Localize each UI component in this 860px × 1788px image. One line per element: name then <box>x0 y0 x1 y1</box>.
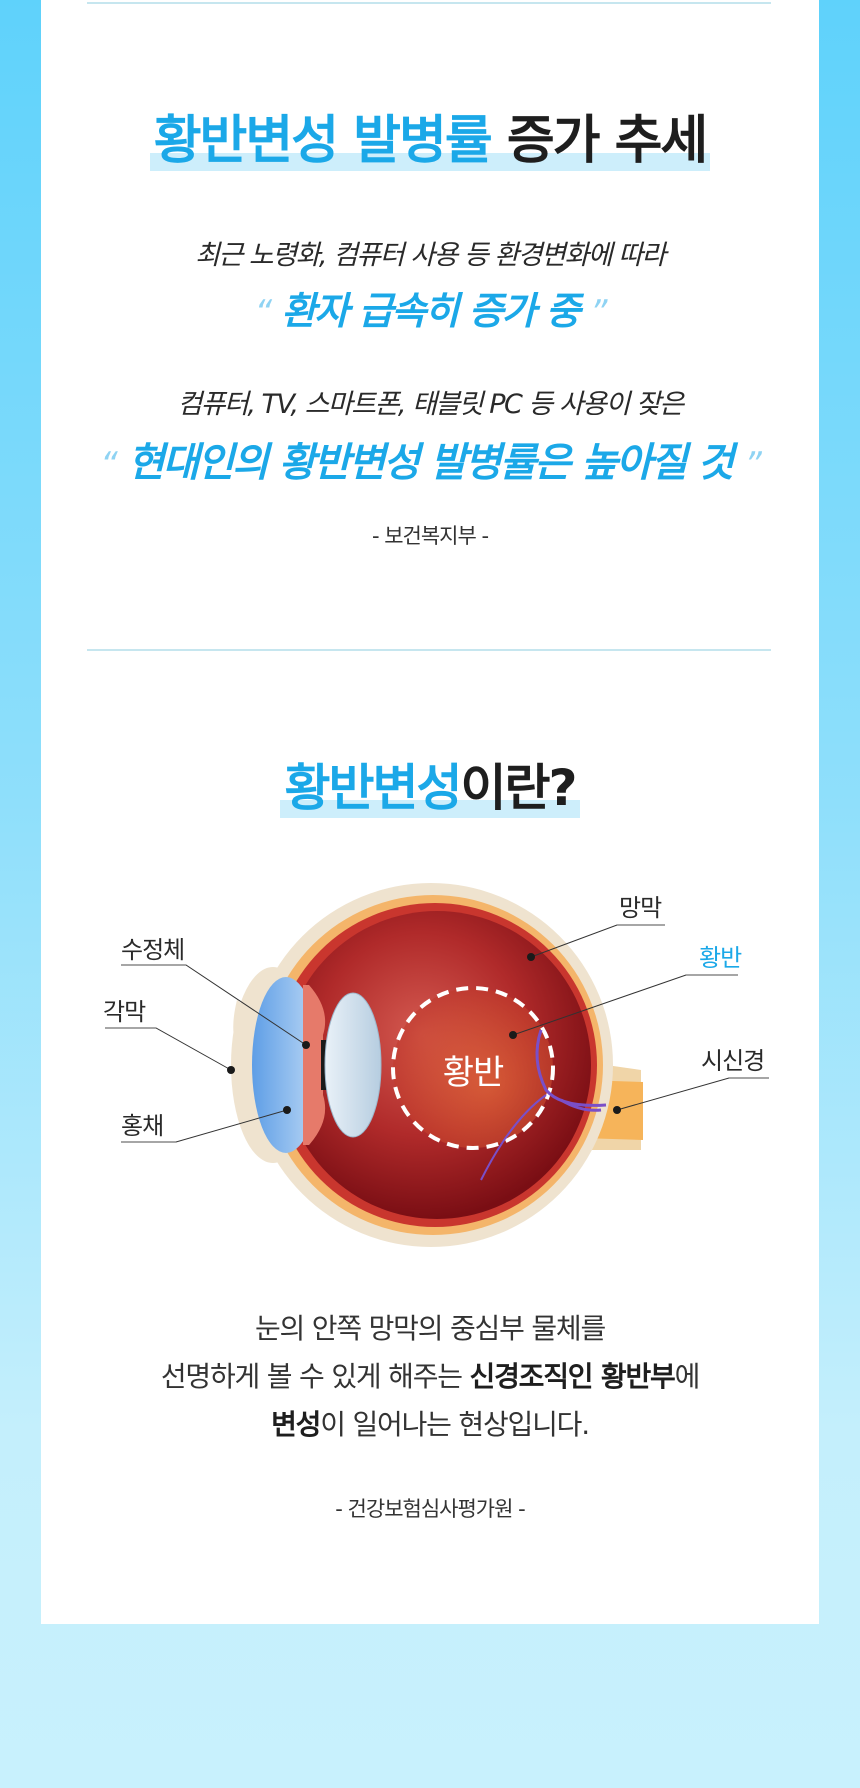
source-hira: - 건강보험심사평가원 - <box>335 1497 525 1521</box>
label-optic-nerve: 시신경 <box>701 1047 765 1075</box>
description: 눈의 안쪽 망막의 중심부 물체를 선명하게 볼 수 있게 해주는 신경조직인 … <box>41 1305 819 1449</box>
desc-line-3-bold: 변성 <box>271 1408 321 1441</box>
top-divider <box>87 2 771 4</box>
content-card: 황반변성 발병률 증가 추세 최근 노령화, 컴퓨터 사용 등 환경변화에 따라… <box>41 0 819 1624</box>
desc-line-2-post: 에 <box>674 1360 701 1393</box>
title-blue-text: 황반변성 발병률 <box>153 111 493 171</box>
close-quote-mark: ” <box>744 445 762 485</box>
desc-line-3: 변성이 일어나는 현상입니다. <box>41 1401 819 1449</box>
open-quote-mark: “ <box>254 293 272 333</box>
title-blue-text: 황반변성 <box>284 759 462 817</box>
macula-center-label: 황반 <box>442 1053 505 1093</box>
desc-line-2-pre: 선명하게 볼 수 있게 해주는 <box>160 1360 470 1393</box>
desc-line-1: 눈의 안쪽 망막의 중심부 물체를 <box>254 1312 606 1345</box>
eye-diagram: 황반 수정체 각막 홍채 망막 황반 시신경 <box>41 0 819 1624</box>
section2-title: 황반변성이란? <box>41 748 819 820</box>
title-dark-text: 이란? <box>460 759 577 817</box>
open-quote-mark: “ <box>100 445 118 485</box>
desc-line-2-bold: 신경조직인 황반부 <box>469 1360 676 1393</box>
intro-line-2: 컴퓨터, TV, 스마트폰, 태블릿 PC 등 사용이 잦은 <box>177 389 684 420</box>
desc-line-3-post: 이 일어나는 현상입니다. <box>320 1408 590 1441</box>
source-mohw: - 보건복지부 - <box>371 524 489 548</box>
title-dark-text: 증가 추세 <box>506 111 708 171</box>
quote-2: “ 현대인의 황반변성 발병률은 높아질 것 ” <box>41 430 819 488</box>
title-highlight: 황반변성이란? <box>280 748 580 820</box>
label-macula: 황반 <box>699 944 742 972</box>
label-retina: 망막 <box>619 894 662 922</box>
title-highlight: 황반변성 발병률 증가 추세 <box>149 98 710 173</box>
eye-illustration-icon <box>105 883 769 1247</box>
quote-2-text: 현대인의 황반변성 발병률은 높아질 것 <box>127 440 735 486</box>
intro-line-1: 최근 노령화, 컴퓨터 사용 등 환경변화에 따라 <box>195 240 666 271</box>
close-quote-mark: ” <box>589 293 608 333</box>
label-iris: 홍채 <box>121 1112 164 1140</box>
desc-line-2: 선명하게 볼 수 있게 해주는 신경조직인 황반부에 <box>41 1353 819 1401</box>
section1-title: 황반변성 발병률 증가 추세 <box>41 98 819 173</box>
quote-1-text: 환자 급속히 증가 중 <box>281 289 580 333</box>
middle-divider <box>87 649 771 651</box>
label-aqueous: 수정체 <box>121 936 185 964</box>
label-cornea: 각막 <box>103 998 146 1026</box>
quote-1: “ 환자 급속히 증가 중 ” <box>41 280 819 335</box>
